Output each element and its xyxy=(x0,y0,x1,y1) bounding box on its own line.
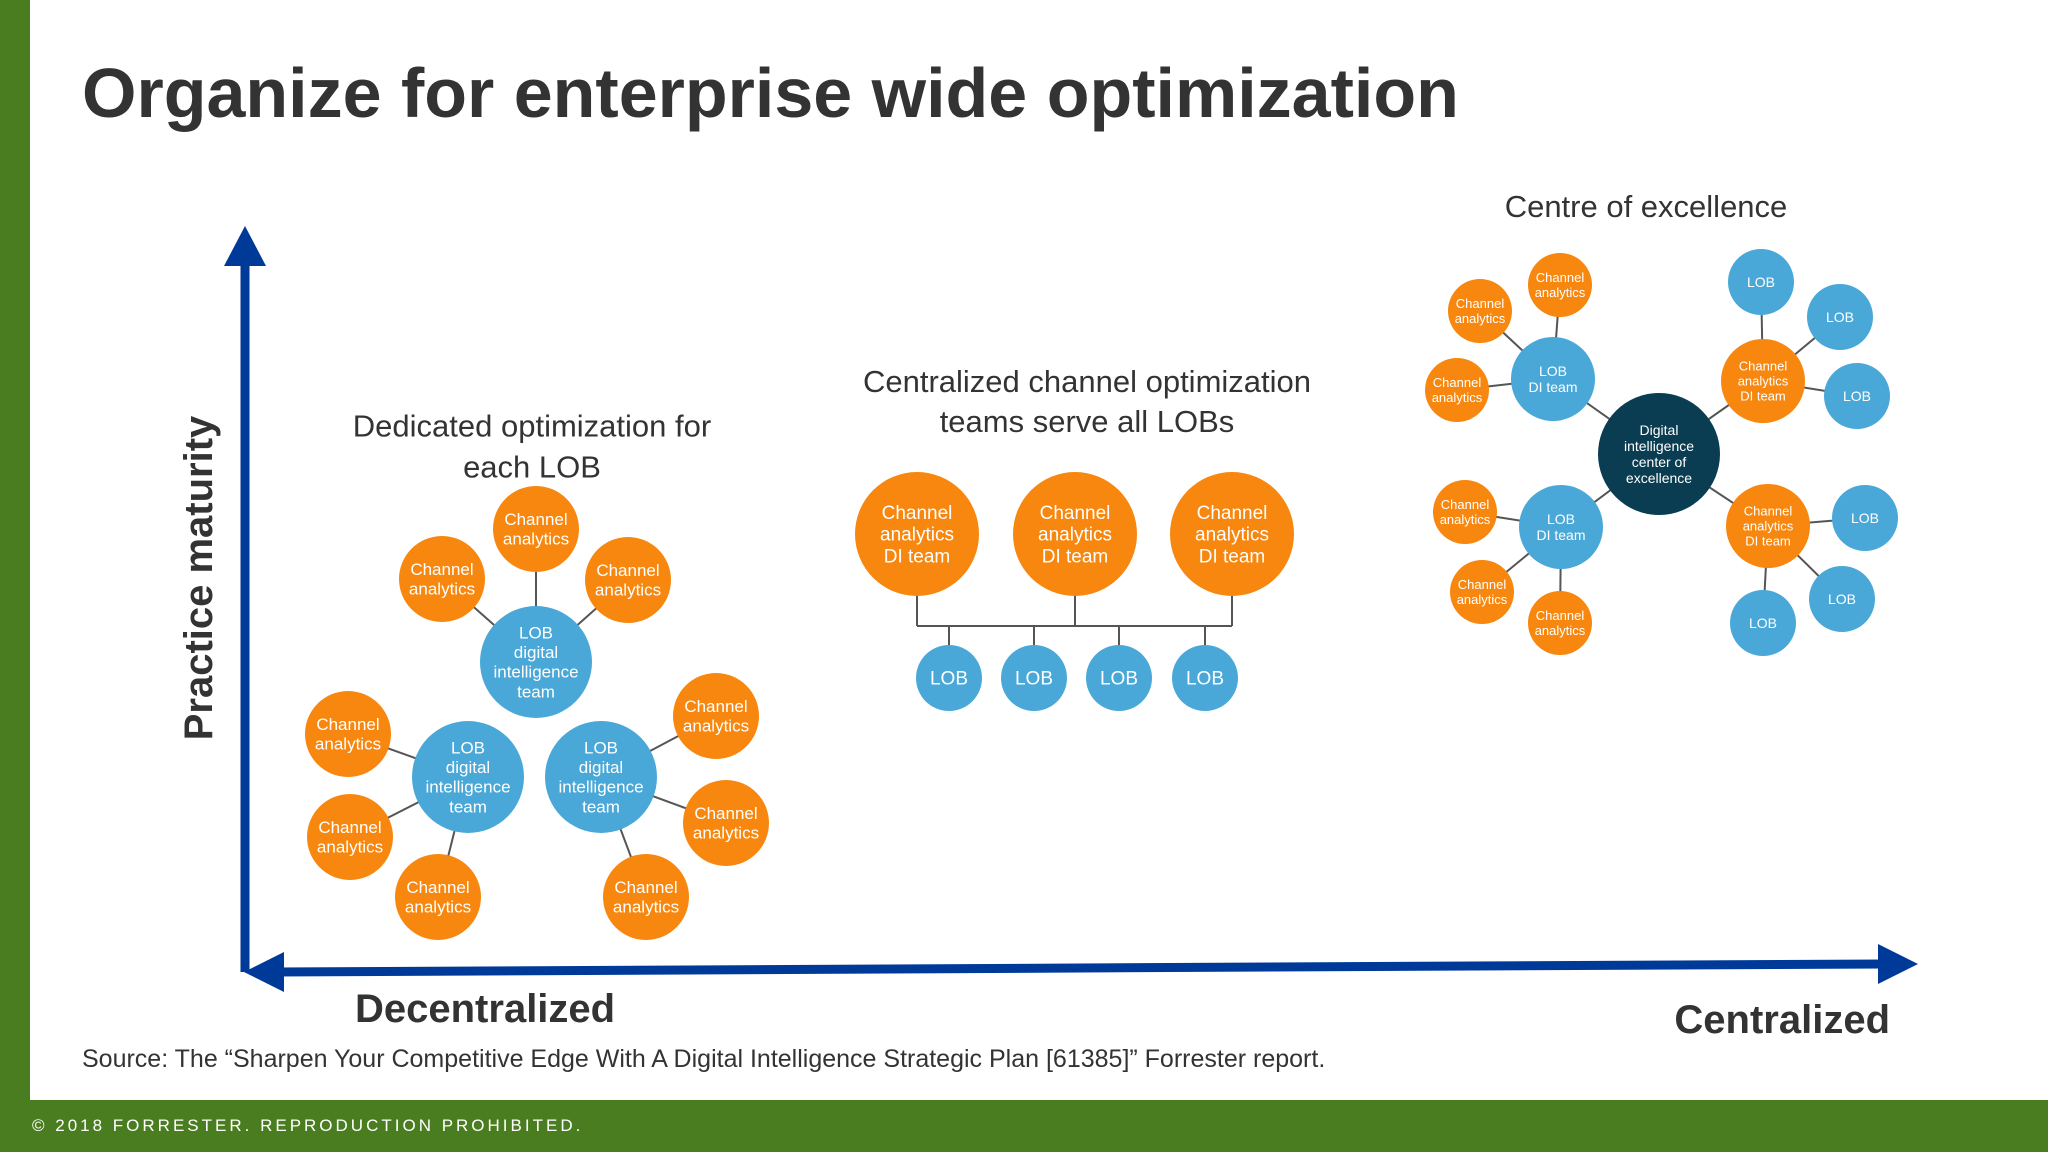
channel-analytics-di-team-node-circle xyxy=(1170,472,1294,596)
coe-heading: Centre of excellence xyxy=(1505,189,1788,224)
channel-analytics-node-circle xyxy=(305,691,391,777)
lob-node-label: LOB xyxy=(1015,669,1053,690)
channel-analytics-node-circle xyxy=(585,537,671,623)
lob-node-circle xyxy=(916,645,982,711)
coe-lob-node-circle xyxy=(1824,363,1890,429)
channel-analytics-di-team-node-circle xyxy=(1013,472,1137,596)
lob-di-team-node-circle xyxy=(412,721,524,833)
source-citation: Source: The “Sharpen Your Competitive Ed… xyxy=(82,1045,1326,1073)
channel-analytics-node-circle xyxy=(395,854,481,940)
coe-lob-node-circle xyxy=(1807,284,1873,350)
coe-center-node-circle xyxy=(1598,393,1720,515)
x-axis xyxy=(274,959,1886,977)
lob-di-team-node-circle xyxy=(545,721,657,833)
coe-channel-analytics-node-circle xyxy=(1433,480,1497,544)
coe-channel-analytics-di-team-node-circle xyxy=(1726,484,1810,568)
lob-node-label: LOB xyxy=(1186,669,1224,690)
x-axis-right-arrow-icon xyxy=(1878,944,1918,984)
channel-analytics-di-team-node-circle xyxy=(855,472,979,596)
y-axis-label: Practice maturity xyxy=(177,415,221,740)
lob-node-circle xyxy=(1001,645,1067,711)
coe-channel-analytics-di-team-node-circle xyxy=(1721,339,1805,423)
channel-analytics-node-circle xyxy=(683,780,769,866)
lob-node-label: LOB xyxy=(930,669,968,690)
coe-lob-node-label: LOB xyxy=(1749,615,1777,631)
coe-channel-analytics-node-circle xyxy=(1450,560,1514,624)
channel-analytics-node-circle xyxy=(493,486,579,572)
coe-lob-node-label: LOB xyxy=(1747,274,1775,290)
x-axis-left-label: Decentralized xyxy=(355,987,615,1031)
channel-analytics-node-circle xyxy=(603,854,689,940)
lob-node-circle xyxy=(1172,645,1238,711)
lob-di-team-node-circle xyxy=(480,606,592,718)
coe-channel-analytics-node-circle xyxy=(1528,591,1592,655)
left-accent-bar xyxy=(0,0,30,1152)
channel-analytics-node-circle xyxy=(399,536,485,622)
coe-lob-node-label: LOB xyxy=(1826,309,1854,325)
coe-lob-di-team-node-circle xyxy=(1519,485,1603,569)
coe-channel-analytics-node-circle xyxy=(1528,253,1592,317)
channel-analytics-node-circle xyxy=(307,794,393,880)
x-axis-left-arrow-icon xyxy=(244,952,284,992)
coe-lob-node-circle xyxy=(1832,485,1898,551)
y-axis-arrow-icon xyxy=(224,226,266,266)
lob-node-label: LOB xyxy=(1100,669,1138,690)
coe-lob-node-label: LOB xyxy=(1828,591,1856,607)
footer-bar xyxy=(0,1100,2048,1152)
channel-analytics-node-circle xyxy=(673,673,759,759)
coe-lob-node-label: LOB xyxy=(1851,510,1879,526)
lob-node-circle xyxy=(1086,645,1152,711)
coe-lob-node-circle xyxy=(1728,249,1794,315)
axes: Practice maturity Decentralized Centrali… xyxy=(177,226,1918,1042)
page-title: Organize for enterprise wide optimizatio… xyxy=(82,54,1459,132)
coe-lob-node-label: LOB xyxy=(1843,388,1871,404)
coe-channel-analytics-node-circle xyxy=(1448,279,1512,343)
x-axis-right-label: Centralized xyxy=(1674,998,1890,1042)
coe-lob-node-circle xyxy=(1809,566,1875,632)
coe-lob-di-team-node-circle xyxy=(1511,337,1595,421)
copyright-text: © 2018 FORRESTER. REPRODUCTION PROHIBITE… xyxy=(32,1116,584,1135)
coe-lob-node-circle xyxy=(1730,590,1796,656)
coe-channel-analytics-node-circle xyxy=(1425,358,1489,422)
